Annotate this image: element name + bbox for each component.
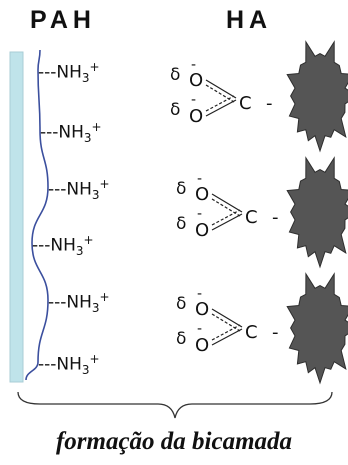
amine-label: NH	[66, 179, 92, 200]
carbon-atom: C	[239, 93, 252, 114]
amine-charge: +	[89, 60, 100, 74]
carbon-oxygen-bond	[205, 95, 235, 112]
carbon-oxygen-bond	[211, 198, 241, 217]
oxygen-atom: O	[189, 106, 203, 127]
oxygen-atom: O	[195, 299, 209, 320]
spiky-particle-icon	[286, 272, 348, 385]
carbon-oxygen-bond	[211, 193, 243, 213]
bond-charge: -	[266, 93, 273, 114]
amine-charge: +	[91, 120, 102, 134]
amine-label: NH	[50, 235, 76, 256]
bond-charge: -	[272, 207, 279, 228]
amine-subscript: 3	[75, 244, 84, 259]
delta-symbol: δ	[176, 329, 186, 349]
oxygen-atom: O	[195, 220, 209, 241]
pah-polymer-chain	[25, 49, 49, 381]
amine-charge: +	[99, 290, 110, 304]
delta-symbol: δ	[176, 214, 186, 234]
oxygen-atom: O	[189, 70, 203, 91]
carbon-oxygen-bond	[211, 209, 241, 226]
amine-label: NH	[66, 292, 92, 313]
amine-subscript: 3	[81, 363, 90, 378]
amine-label: NH	[58, 122, 84, 143]
amine-dashes: ---	[48, 179, 67, 200]
delta-symbol: δ	[176, 179, 186, 199]
delta-symbol: δ	[170, 100, 180, 120]
amine-charge: +	[99, 177, 110, 191]
ha-particle-layer	[286, 40, 348, 385]
amine-group: ---NH3+	[48, 178, 110, 201]
oxygen-atom: O	[195, 184, 209, 205]
carboxylate-group: δ-Oδ-OC-	[170, 57, 273, 127]
amine-dashes: ---	[32, 235, 51, 256]
carboxylate-layer: δ-Oδ-OC-δ-Oδ-OC-δ-Oδ-OC-	[170, 57, 279, 356]
carboxylate-group: δ-Oδ-OC-	[176, 171, 279, 241]
amine-charge: +	[83, 233, 94, 247]
carboxylate-group: δ-Oδ-OC-	[176, 286, 279, 356]
partial-minus: -	[197, 321, 202, 337]
amine-dashes: ---	[40, 122, 59, 143]
carbon-oxygen-bond	[205, 84, 235, 103]
amine-label: NH	[56, 354, 82, 375]
amine-group: ---NH3+	[38, 353, 100, 376]
amine-group: ---NH3+	[38, 61, 100, 84]
delta-symbol: δ	[176, 294, 186, 314]
amine-group: ---NH3+	[40, 121, 102, 144]
amine-subscript: 3	[83, 131, 92, 146]
amine-dashes: ---	[38, 62, 57, 83]
amine-charge: +	[89, 352, 100, 366]
amine-group: ---NH3+	[32, 234, 94, 257]
carbon-oxygen-bond	[205, 99, 237, 117]
partial-minus: -	[197, 171, 202, 187]
carbon-oxygen-bond	[205, 79, 237, 99]
amine-subscript: 3	[91, 188, 100, 203]
amine-label: NH	[56, 62, 82, 83]
carbon-oxygen-bond	[211, 328, 243, 346]
spiky-particle-icon	[286, 156, 348, 269]
substrate-slab	[9, 51, 24, 383]
bilayer-brace	[17, 391, 333, 419]
pah-header: PAH	[30, 6, 96, 34]
amine-subscript: 3	[81, 71, 90, 86]
amine-dashes: ---	[38, 354, 57, 375]
ha-header: HA	[226, 6, 273, 34]
delta-symbol: δ	[170, 65, 180, 85]
amine-dashes: ---	[48, 292, 67, 313]
carbon-oxygen-bond	[211, 313, 241, 332]
partial-minus: -	[191, 57, 196, 73]
carbon-atom: C	[245, 207, 258, 228]
partial-minus: -	[197, 286, 202, 302]
bond-charge: -	[272, 322, 279, 343]
amine-subscript: 3	[91, 301, 100, 316]
spiky-particle-icon	[286, 40, 348, 153]
partial-minus: -	[197, 206, 202, 222]
carbon-oxygen-bond	[211, 308, 243, 328]
carbon-oxygen-bond	[211, 213, 243, 231]
carbon-atom: C	[245, 322, 258, 343]
caption: formação da bicamada	[55, 428, 293, 455]
amine-group: ---NH3+	[48, 291, 110, 314]
oxygen-atom: O	[195, 335, 209, 356]
partial-minus: -	[191, 92, 196, 108]
carbon-oxygen-bond	[211, 324, 241, 341]
